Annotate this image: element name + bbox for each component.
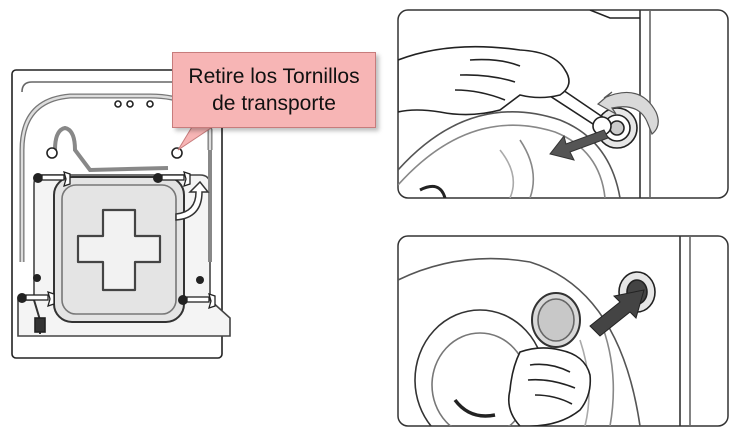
hand-icon bbox=[507, 347, 592, 426]
callout-line-1: Retire los Tornillos bbox=[188, 65, 360, 88]
cross-emboss bbox=[76, 208, 162, 292]
bolt-bottom-left bbox=[17, 290, 55, 308]
callout-remove-bolts: Retire los Tornillos de transporte bbox=[172, 52, 376, 128]
inlet-hose bbox=[53, 125, 169, 173]
removal-arrow-icon bbox=[549, 129, 609, 161]
bolt-mid-left bbox=[33, 274, 41, 282]
bolt-bottom-right bbox=[178, 292, 216, 310]
step-panel-insert-cap bbox=[397, 235, 729, 427]
bolt-top-left bbox=[33, 170, 71, 188]
transport-bolts bbox=[17, 170, 216, 310]
insert-arrow-icon bbox=[589, 289, 645, 337]
rotation-arrow-icon bbox=[175, 180, 210, 221]
hand-icon bbox=[398, 45, 570, 116]
callout-line-2: de transporte bbox=[212, 92, 336, 115]
bolt-mid-right bbox=[196, 276, 204, 284]
rotation-arrow-icon bbox=[596, 91, 659, 135]
washer-back-illustration bbox=[11, 69, 231, 359]
step-panel-remove-bolt bbox=[397, 9, 729, 199]
bolt-top-right bbox=[153, 170, 191, 188]
